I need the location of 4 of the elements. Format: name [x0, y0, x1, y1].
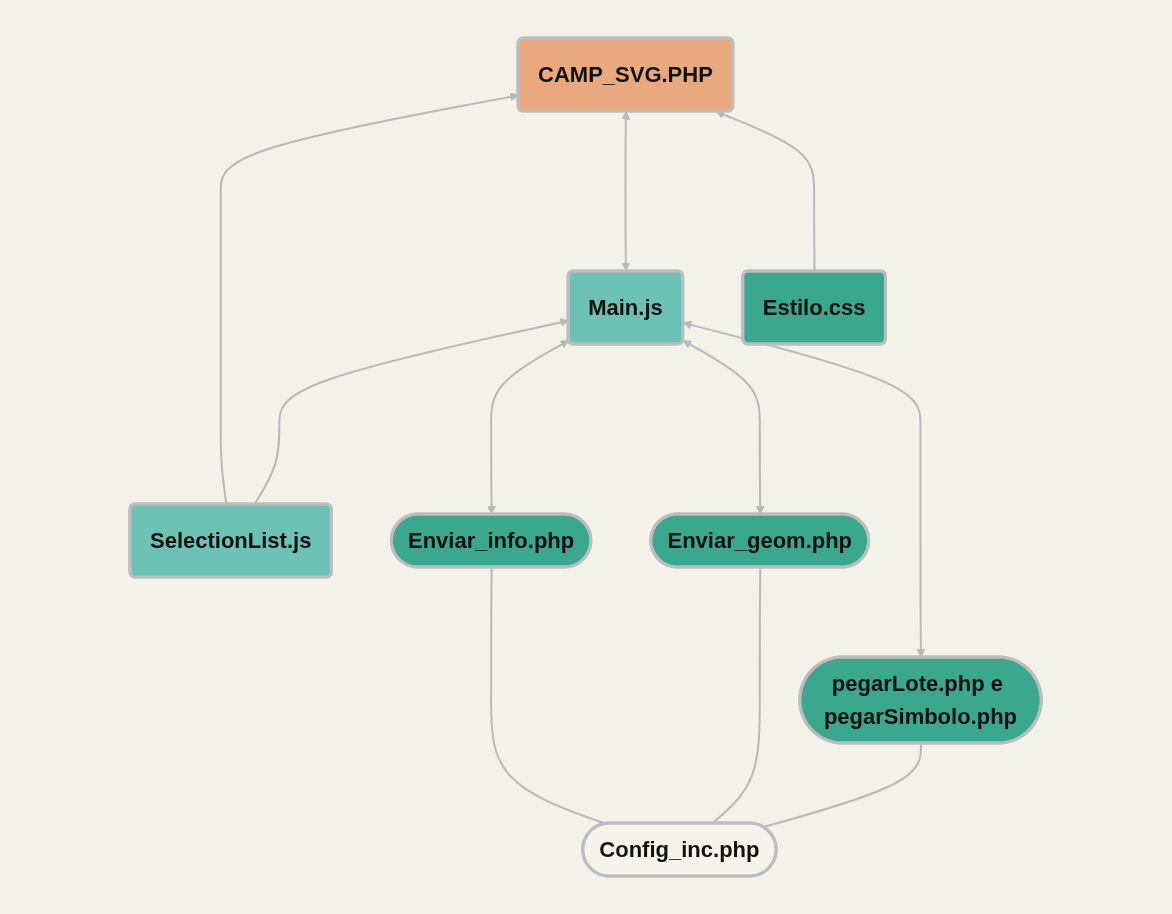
arrow: [683, 340, 765, 515]
arrow: [621, 111, 631, 272]
arrow: [487, 340, 570, 515]
arrow: [683, 320, 926, 658]
